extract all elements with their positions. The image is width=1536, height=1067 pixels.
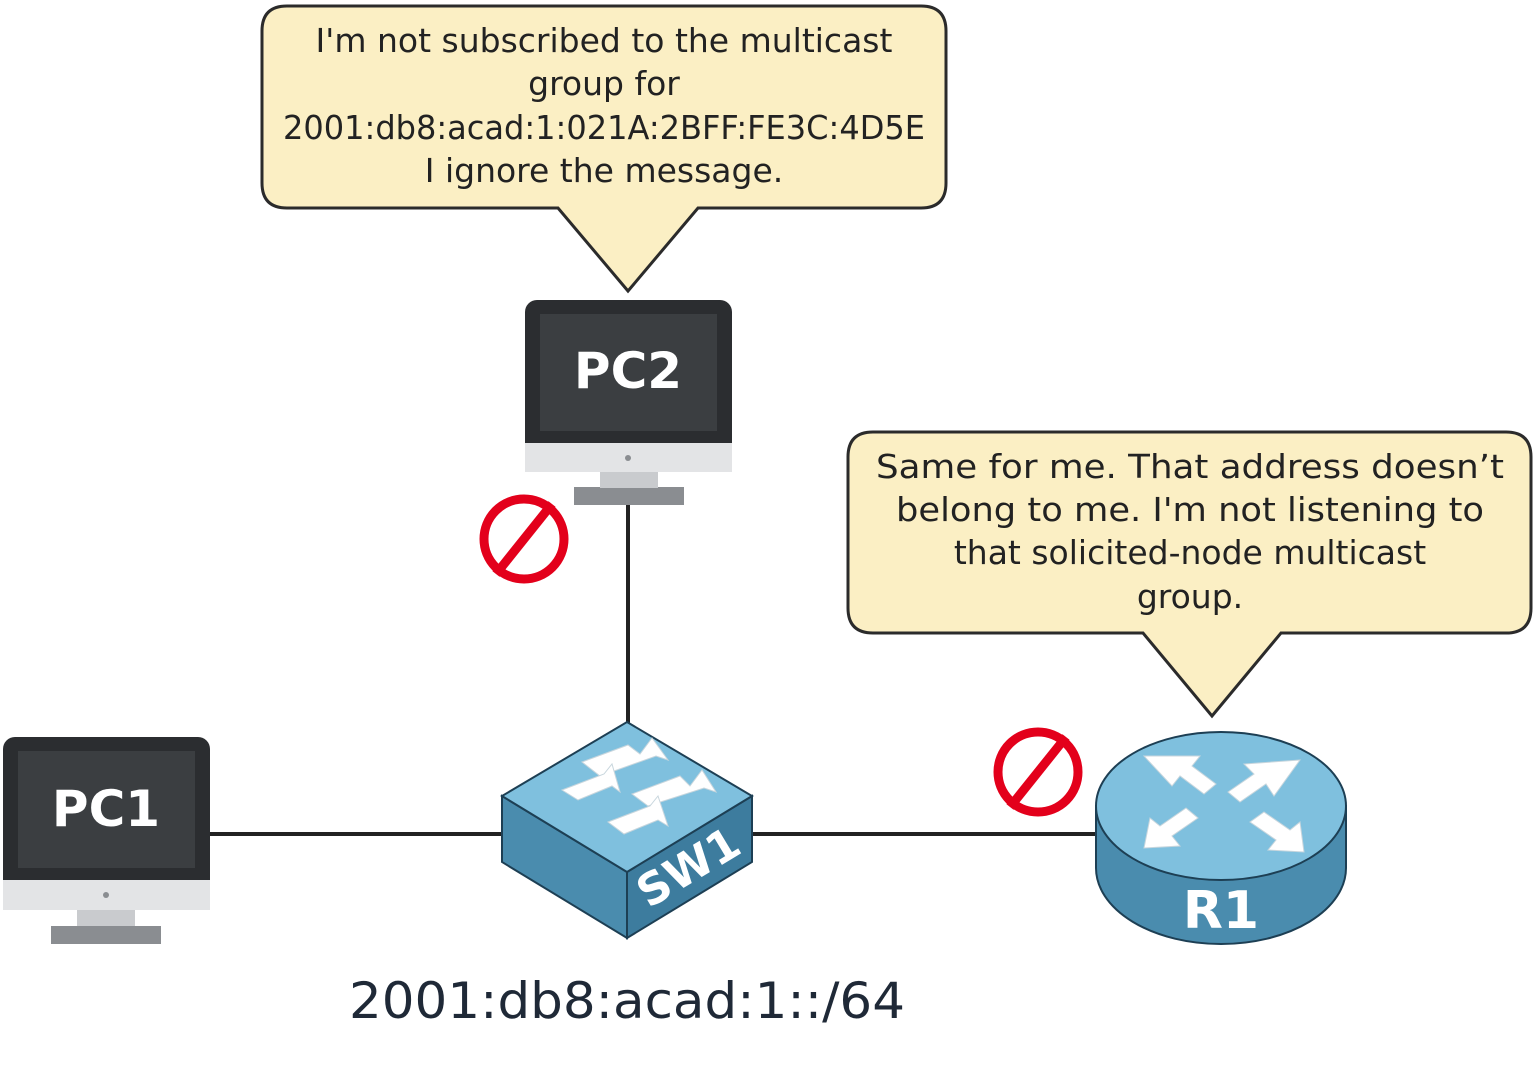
r1-node[interactable]: R1 [1095, 731, 1347, 945]
pc2-callout-line-3: 2001:db8:acad:1:021A:2BFF:FE3C:4D5E [283, 108, 925, 147]
pc1-label: PC1 [52, 780, 160, 838]
pc2-label: PC2 [574, 342, 682, 400]
pc2-callout-line-4: I ignore the message. [425, 151, 784, 190]
r1-callout-line-2: belong to me. I'm not listening to [896, 490, 1484, 529]
prohibited-icon [993, 727, 1083, 817]
pc1-node[interactable]: PC1 [3, 737, 210, 944]
router-icon [1095, 731, 1347, 945]
r1-callout-line-1: Same for me. That address doesn’t [876, 447, 1504, 486]
pc2-callout-line-1: I'm not subscribed to the multicast [316, 21, 893, 60]
sw1-node[interactable]: SW1 [500, 720, 754, 940]
r1-callout: Same for me. That address doesn’t belong… [846, 430, 1533, 719]
r1-callout-line-4: group. [1137, 577, 1243, 616]
pc2-callout: I'm not subscribed to the multicast grou… [260, 4, 948, 294]
r1-label: R1 [1183, 881, 1259, 941]
r1-callout-line-3: that solicited-node multicast [954, 533, 1426, 572]
links [210, 505, 1096, 836]
pc2-callout-bubble [260, 4, 948, 294]
subnet-label: 2001:db8:acad:1::/64 [349, 972, 905, 1030]
pc2-callout-line-2: group for [528, 64, 680, 103]
pc2-node[interactable]: PC2 [525, 300, 732, 505]
r1-callout-bubble [846, 430, 1533, 719]
desktop-monitor-icon [3, 737, 210, 944]
switch-icon [500, 720, 754, 940]
desktop-monitor-icon [525, 300, 732, 505]
prohibited-icon [479, 494, 569, 584]
